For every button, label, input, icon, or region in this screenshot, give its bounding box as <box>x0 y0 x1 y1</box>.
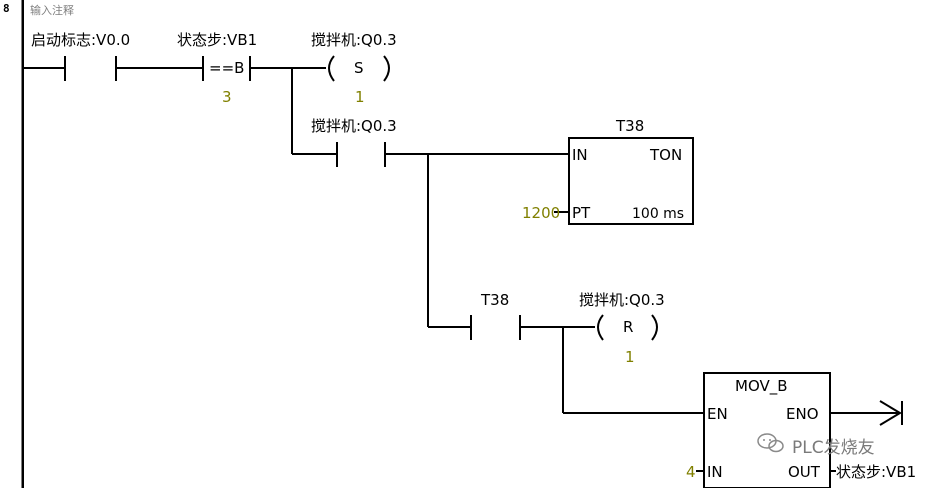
network-gutter: 8 <box>0 0 22 488</box>
eno-arrow-head <box>879 400 902 426</box>
reset-coil-left-paren <box>597 314 604 341</box>
watermark-text: PLC发烧友 <box>792 438 875 458</box>
mov-box-outline <box>703 372 831 488</box>
timer-time-base: 100 ms <box>632 206 685 222</box>
reset-coil-label: 搅拌机:Q0.3 <box>579 291 665 309</box>
contact-t38-label: T38 <box>481 291 510 309</box>
set-coil-right-paren <box>383 55 390 82</box>
contact-start-label: 启动标志:V0.0 <box>31 31 131 49</box>
mov-in-value: 4 <box>686 463 696 481</box>
set-coil-left-paren <box>328 55 335 82</box>
compare-operator[interactable]: ==B <box>209 59 245 77</box>
mov-in-pin: IN <box>707 463 723 481</box>
timer-type: TON <box>650 146 683 164</box>
set-coil-count: 1 <box>355 88 365 106</box>
reset-coil-op[interactable]: R <box>623 318 634 336</box>
set-coil-op[interactable]: S <box>354 59 364 77</box>
network-comment[interactable]: 输入注释 <box>30 4 74 17</box>
timer-box-outline <box>568 137 694 225</box>
power-rail <box>22 0 24 488</box>
mov-out-target: 状态步:VB1 <box>836 463 917 481</box>
network-number: 8 <box>3 2 10 15</box>
reset-coil-count: 1 <box>625 348 635 366</box>
mov-name: MOV_B <box>735 377 788 395</box>
contact-mixer-label: 搅拌机:Q0.3 <box>311 117 397 135</box>
timer-pt-value: 1200 <box>522 204 561 222</box>
compare-label: 状态步:VB1 <box>177 31 258 49</box>
compare-value: 3 <box>222 88 232 106</box>
mov-en-pin: EN <box>707 405 728 423</box>
timer-name: T38 <box>616 117 645 135</box>
reset-coil-right-paren <box>651 314 658 341</box>
mov-out-pin: OUT <box>788 463 820 481</box>
set-coil-label: 搅拌机:Q0.3 <box>311 31 397 49</box>
wechat-icon <box>757 433 784 453</box>
mov-eno-pin: ENO <box>786 405 819 423</box>
timer-in-pin: IN <box>572 146 588 164</box>
timer-pt-pin: PT <box>572 204 591 222</box>
